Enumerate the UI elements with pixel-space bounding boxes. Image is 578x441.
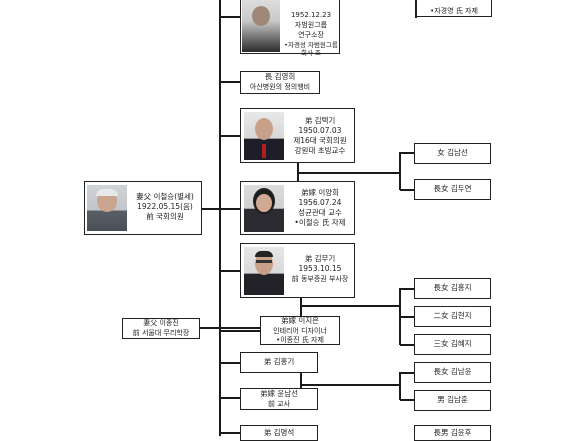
kim-taekgi-line-1: 1950.07.03 xyxy=(298,126,342,135)
kim-mugi-photo xyxy=(244,247,284,295)
lee-yanghee-line-0: 弟嫁 이양희 xyxy=(300,188,340,197)
honggi-couple-v xyxy=(300,372,302,389)
mugi-branch-line xyxy=(220,270,240,272)
kim-hyeji-label: 三女 김혜지 xyxy=(433,339,472,348)
taekgi-children-v xyxy=(399,152,401,190)
honggi-branch-line xyxy=(220,362,240,364)
kim-namhun-box xyxy=(414,390,491,411)
honggi-children-h xyxy=(300,384,400,386)
root-connector xyxy=(202,208,220,210)
lee-yanghee-line-3: •이철승 氏 자제 xyxy=(294,218,346,227)
duyeon-stub xyxy=(400,189,414,191)
top-person-line-1: 자범원그룹 xyxy=(294,21,328,29)
kim-namseon-box xyxy=(414,143,491,164)
bottom-right-label: 長男 김윤후 xyxy=(433,428,472,437)
lee-jongjin-line-1: 前 서울대 무리학장 xyxy=(132,329,190,337)
namyun-stub xyxy=(400,372,414,374)
kim-mugi-line-2: 前 동부증권 부사장 xyxy=(291,275,349,283)
hyeji-stub xyxy=(400,344,414,346)
yun-namseon-line-1: 前 교사 xyxy=(267,400,291,408)
top-right-label: •자경영 氏 자제 xyxy=(430,7,478,15)
kim-taekgi-photo xyxy=(244,112,284,160)
top-person-line-2: 연구소장 xyxy=(298,31,324,39)
namhun-stub xyxy=(400,399,414,401)
bottom-branch-line xyxy=(220,432,240,434)
kim-taekgi-line-3: 강원대 초빙교수 xyxy=(294,146,346,155)
lee-jongjin-line-0: 妻父 이종진 xyxy=(143,319,179,327)
taekgi-children-h xyxy=(297,172,400,174)
bottom-left-label: 弟 김명석 xyxy=(263,428,295,437)
kim-duyeon-label: 長女 김두연 xyxy=(433,184,472,193)
jongjin-connector xyxy=(200,327,260,329)
lee-jieun-line-0: 弟嫁 이지은 xyxy=(280,316,320,325)
root-line-2: 前 국회의원 xyxy=(146,212,184,221)
lee-yanghee-photo xyxy=(244,185,284,232)
top-person-line-3: •자경성 자범원그룹 xyxy=(284,41,338,49)
kim-namyun-label: 長女 김남윤 xyxy=(433,367,472,376)
lee-jieun-box xyxy=(260,316,340,345)
kim-mugi-line-0: 弟 김무기 xyxy=(304,254,336,263)
kim-yh-branch-line xyxy=(220,81,240,83)
kim-namseon-label: 女 김남선 xyxy=(437,148,468,157)
kim-mugi-line-1: 1953.10.15 xyxy=(298,264,342,273)
top-person-photo xyxy=(242,0,280,52)
mugi-couple-v xyxy=(300,298,302,316)
yanghee-branch-line xyxy=(220,208,240,210)
hyunji-stub xyxy=(400,316,414,318)
lee-jieun-line-1: 인테리어 디자이너 xyxy=(273,327,327,335)
yun-namseon-line-0: 弟嫁 윤남선 xyxy=(259,389,299,398)
lee-yanghee-line-1: 1956.07.24 xyxy=(298,198,342,207)
jieun-branch-line xyxy=(220,330,260,332)
top-person-line-0: 1952.12.23 xyxy=(290,11,332,19)
root-line-0: 妻父 이철승(별세) xyxy=(136,192,194,201)
top-person-line-4: 회사 조 xyxy=(300,49,321,57)
root-photo xyxy=(87,185,127,231)
hongji-stub xyxy=(400,288,414,290)
kim-yh-name: 長 김영희 xyxy=(264,72,296,81)
kim-taekgi-line-2: 제16대 국회의원 xyxy=(293,136,347,145)
kim-namyun-box xyxy=(414,362,491,383)
kim-hyeji-box xyxy=(414,334,491,355)
kim-duyeon-box xyxy=(414,179,491,200)
lee-jongjin-box xyxy=(122,318,200,339)
root-line-1: 1922.05.15(음) xyxy=(137,202,193,211)
namseon-y-branch-line xyxy=(220,397,240,399)
kim-taekgi-line-0: 弟 김택기 xyxy=(304,116,336,125)
honggi-children-v xyxy=(399,372,401,400)
kim-hongji-box xyxy=(414,278,491,299)
kim-yh-box xyxy=(240,71,320,94)
kim-honggi-box xyxy=(240,352,318,373)
kim-hyunji-label: 二女 김현지 xyxy=(433,311,472,320)
taekgi-branch-line xyxy=(220,135,240,137)
main-trunk-line xyxy=(219,0,221,436)
top-right-box xyxy=(416,0,492,17)
lee-yanghee-line-2: 성균관대 교수 xyxy=(298,208,342,217)
mugi-children-h xyxy=(300,305,400,307)
kim-namhun-label: 男 김남훈 xyxy=(437,395,468,404)
kim-honggi-label: 弟 김홍기 xyxy=(263,357,295,366)
kim-hongji-label: 長女 김홍지 xyxy=(433,283,472,292)
top-branch-line xyxy=(220,16,240,18)
kim-yh-desc: 아산병원의 정의행비 xyxy=(249,83,311,91)
lee-jieun-line-2: •이종진 氏 자제 xyxy=(276,336,324,344)
namseon-stub xyxy=(400,152,414,154)
kim-hyunji-box xyxy=(414,306,491,327)
taekgi-couple-v xyxy=(297,163,299,181)
yun-namseon-box xyxy=(240,388,318,410)
